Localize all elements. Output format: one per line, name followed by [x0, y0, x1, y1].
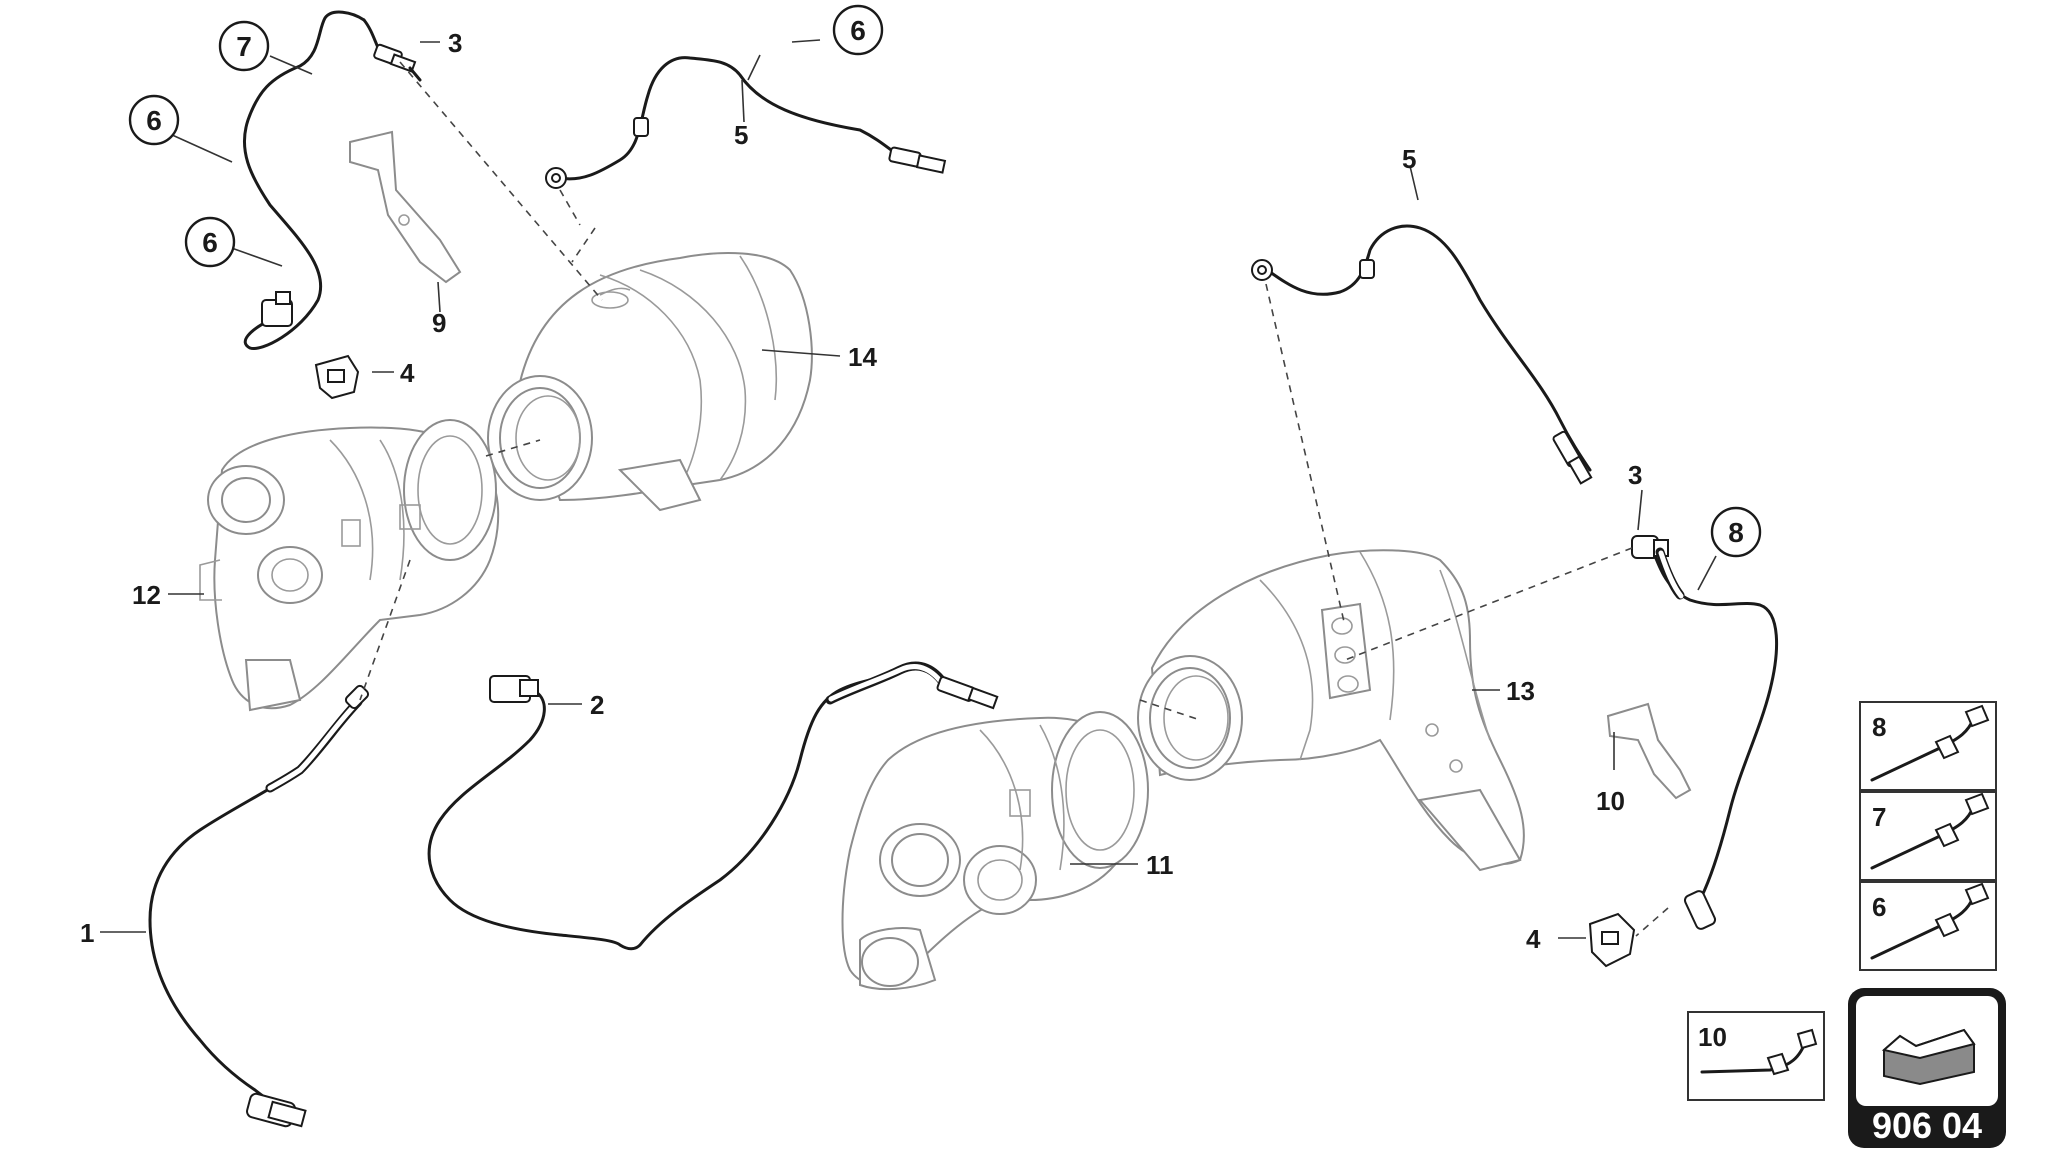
- catalytic-converter-13[interactable]: [1137, 549, 1525, 872]
- sensor-cable-5-right[interactable]: [1251, 224, 1593, 485]
- sensor-cable-upper-left[interactable]: [243, 10, 366, 350]
- kit-box-10[interactable]: 10: [1687, 1011, 1825, 1101]
- catalytic-converter-14[interactable]: [487, 252, 813, 512]
- sensor-cable-2[interactable]: [427, 661, 999, 951]
- svg-text:8: 8: [1872, 712, 1886, 742]
- callout-4-upper: 4: [400, 358, 415, 388]
- sensor-cable-1[interactable]: [148, 684, 370, 1128]
- svg-text:6: 6: [146, 105, 162, 136]
- callout-12: 12: [132, 580, 161, 610]
- svg-text:6: 6: [1872, 892, 1886, 922]
- kit-box-8[interactable]: 8: [1859, 701, 1997, 791]
- svg-text:7: 7: [1872, 802, 1886, 832]
- circled-callout-7: 7: [218, 20, 270, 72]
- oxygen-sensor-upper-left[interactable]: [362, 18, 422, 82]
- clip-4-right[interactable]: [1588, 912, 1636, 968]
- svg-text:6: 6: [202, 227, 218, 258]
- circled-callout-8: 8: [1710, 506, 1762, 558]
- callout-3-right: 3: [1628, 460, 1642, 490]
- kit-box-6[interactable]: 6: [1859, 881, 1997, 971]
- callout-9: 9: [432, 308, 446, 338]
- callout-14: 14: [848, 342, 877, 372]
- callout-13: 13: [1506, 676, 1535, 706]
- circled-callout-6-b: 6: [184, 216, 236, 268]
- bracket-9[interactable]: [349, 130, 462, 284]
- callout-1: 1: [80, 918, 94, 948]
- svg-text:10: 10: [1698, 1022, 1727, 1052]
- callout-4-right: 4: [1526, 924, 1541, 954]
- turbocharger-11[interactable]: [841, 711, 1149, 991]
- callout-10: 10: [1596, 786, 1625, 816]
- reference-badge: 906 04: [1848, 988, 2006, 1148]
- oxygen-sensor-right[interactable]: [1631, 535, 1778, 931]
- callout-2: 2: [590, 690, 604, 720]
- callout-3-upper: 3: [448, 28, 462, 58]
- circled-callout-6-a: 6: [128, 94, 180, 146]
- callout-5-upper: 5: [734, 120, 748, 150]
- bracket-10[interactable]: [1606, 702, 1692, 800]
- leader-lines: [100, 39, 1717, 939]
- clip-4-upper-left[interactable]: [314, 354, 360, 400]
- svg-text:7: 7: [236, 31, 252, 62]
- dashed-guide-lines: [359, 61, 1669, 937]
- callout-11: 11: [1146, 850, 1174, 880]
- svg-text:8: 8: [1728, 517, 1744, 548]
- svg-text:6: 6: [850, 15, 866, 46]
- circled-callout-6-c: 6: [832, 4, 884, 56]
- reference-code: 906 04: [1872, 1105, 1982, 1146]
- sensor-cable-5-upper[interactable]: [545, 56, 947, 189]
- callout-5-right: 5: [1402, 144, 1416, 174]
- turbocharger-12[interactable]: [199, 419, 500, 712]
- kit-box-7[interactable]: 7: [1859, 791, 1997, 881]
